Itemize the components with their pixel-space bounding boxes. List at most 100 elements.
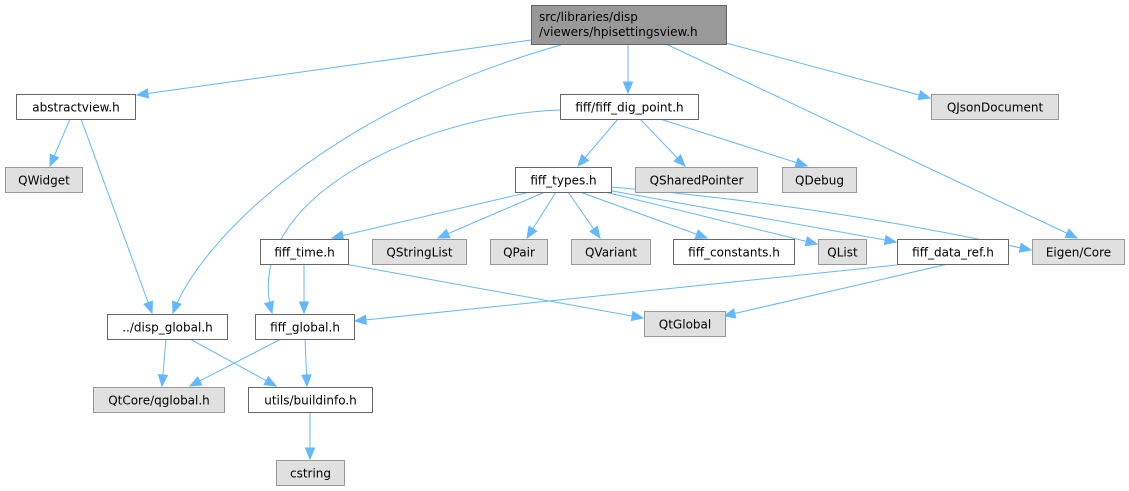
edge-fiff_global-to-qtcore_qglobal [188,338,282,387]
edge-fiff_types-to-qvariant [567,191,601,240]
arrowhead-icon [630,310,645,322]
node-box [1032,239,1125,265]
node-label: QPair [503,246,535,260]
edge-line [579,191,708,239]
node-disp-global[interactable]: ../disp_global.h [107,314,228,340]
edge-root-to-fiff_dig_point [622,45,634,95]
arrowhead-icon [436,228,451,239]
arrowhead-icon [526,225,538,240]
edge-fiff_time-to-fiff_global [298,264,310,315]
arrowhead-icon [135,88,150,99]
node-utils-buildinfo[interactable]: utils/buildinfo.h [248,387,373,413]
node-qdebug: QDebug [782,167,857,193]
node-label: utils/buildinfo.h [264,394,357,408]
node-box [644,311,726,337]
edge-fiff_dig_point-to-qdebug [659,118,809,168]
edge-line [189,338,277,387]
node-fiff-types[interactable]: fiff_types.h [515,167,612,193]
edge-abstractview-to-disp_global [80,118,153,315]
node-box [635,167,758,193]
arrowhead-icon [722,308,737,319]
arrowhead-icon [577,153,590,168]
edge-fiff_time-to-qtglobal [344,263,645,322]
node-label: fiff_time.h [274,246,334,260]
edges-layer [49,39,1079,461]
nodes-layer: src/libraries/disp/viewers/hpisettingsvi… [5,5,1125,486]
edge-fiff_types-to-fiff_constants [579,191,709,240]
arrowhead-icon [1064,228,1079,239]
edge-root-to-qjsondocument [725,42,932,101]
node-fiff-constants[interactable]: fiff_constants.h [673,239,795,265]
node-qpair: QPair [490,239,548,265]
edge-fiff_global-to-utils_buildinfo [301,338,312,388]
edge-line [172,44,562,314]
edge-fiff_types-to-fiff_time [330,191,531,241]
node-box [255,314,355,340]
edge-line [80,118,153,314]
arrowhead-icon [917,89,932,101]
node-label: QVariant [585,246,637,260]
edge-line [344,263,644,319]
node-fiff-dig-point[interactable]: fiff/fiff_dig_point.h [560,94,699,120]
node-root[interactable]: src/libraries/disp/viewers/hpisettingsvi… [531,5,727,45]
node-box [531,5,727,45]
node-fiff-data-ref[interactable]: fiff_data_ref.h [897,239,1009,265]
edge-fiff_types-to-fiff_data_ref [606,189,898,246]
node-label: fiff_global.h [270,321,340,335]
node-label: QStringList [386,246,453,260]
node-box [5,167,83,193]
node-box [515,167,612,193]
arrowhead-icon [804,236,819,247]
node-box [931,94,1059,120]
edge-line [659,118,808,167]
node-label: fiff/fiff_dig_point.h [575,101,683,115]
arrowhead-icon [157,374,169,388]
edge-line [437,191,546,239]
node-qjsondocument: QJsonDocument [931,94,1059,120]
node-box [818,239,867,265]
node-label: QSharedPointer [650,174,744,188]
node-fiff-global[interactable]: fiff_global.h [255,314,355,340]
arrowhead-icon [794,157,809,168]
node-label: QtGlobal [659,318,711,332]
arrowhead-icon [143,300,153,315]
node-eigen-core: Eigen/Core [1032,239,1125,265]
edge-fiff_dig_point-to-qsharedpointer [639,118,686,167]
node-box [490,239,548,265]
node-box [248,387,373,413]
arrowhead-icon [263,300,274,315]
node-abstractview[interactable]: abstractview.h [16,94,136,120]
arrowhead-icon [330,230,345,241]
edge-fiff_types-to-qpair [526,191,557,240]
node-box [276,460,345,486]
node-label: ../disp_global.h [122,321,213,335]
edge-line [136,39,532,96]
arrowhead-icon [301,374,312,388]
node-label: QList [827,246,858,260]
arrowhead-icon [883,234,898,246]
node-box [571,239,651,265]
edge-fiff_dig_point-to-fiff_global [263,109,561,315]
arrowhead-icon [622,81,634,95]
edge-line [354,264,898,322]
node-label: QtCore/qglobal.h [108,394,210,408]
arrowhead-icon [263,375,278,387]
node-label: fiff_constants.h [688,246,780,260]
node-qstringlist: QStringList [372,239,467,265]
arrowhead-icon [694,229,709,240]
arrowhead-icon [188,376,203,387]
edge-line [725,42,931,99]
node-label: /viewers/hpisettingsview.h [539,25,698,39]
node-qwidget: QWidget [5,167,83,193]
node-cstring: cstring [276,460,345,486]
edge-utils_buildinfo-to-cstring [304,412,316,461]
node-fiff-time[interactable]: fiff_time.h [260,239,349,265]
edge-root-to-eigen_core [667,44,1079,239]
node-qlist: QList [818,239,867,265]
edge-line [606,189,897,243]
node-label: QDebug [795,174,844,188]
node-box [260,239,349,265]
node-label: abstractview.h [32,101,119,115]
node-label: QWidget [18,174,70,188]
